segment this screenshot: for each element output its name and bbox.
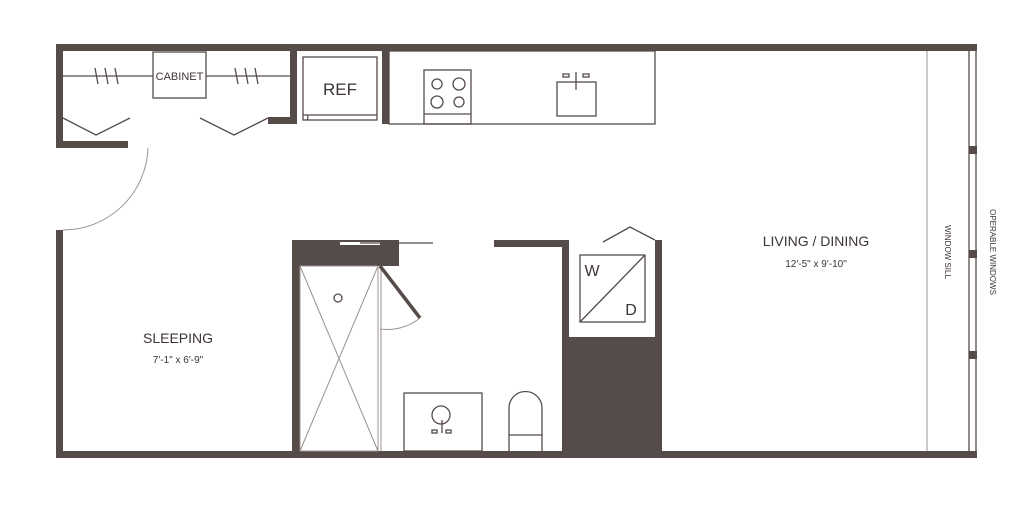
entry-door-swing[interactable] — [62, 147, 149, 231]
shower — [299, 265, 382, 452]
bathroom-west-wall — [292, 240, 300, 451]
south-wall — [56, 451, 977, 458]
vanity — [403, 392, 483, 452]
living-size: 12'-5" x 9'-10" — [785, 259, 847, 270]
living-label: LIVING / DINING — [763, 233, 870, 249]
closet-wall — [56, 141, 128, 148]
operable-windows — [968, 51, 977, 451]
cabinet-label: CABINET — [156, 71, 204, 83]
stove — [423, 69, 472, 125]
kitchen-sink — [556, 72, 597, 117]
washer-label: W — [584, 263, 600, 280]
cabinet — [152, 51, 207, 99]
refrigerator — [302, 56, 378, 121]
hanger-marks — [94, 67, 259, 85]
kitchen-counter — [388, 50, 656, 125]
closet-side-wall — [290, 51, 297, 124]
closet-bifold-door[interactable] — [62, 117, 131, 136]
wall-stub — [268, 117, 297, 124]
laundry-bifold-door[interactable] — [602, 226, 656, 243]
shower-drain — [333, 293, 343, 303]
bathroom-north-wall — [494, 240, 568, 247]
sleeping-label: SLEEPING — [143, 330, 213, 346]
washer-dryer: W D — [579, 254, 646, 323]
kitchen-wall — [382, 51, 389, 124]
west-wall-upper — [56, 44, 63, 148]
shower-door[interactable] — [378, 264, 422, 320]
ref-label: REF — [323, 80, 357, 99]
dryer-label: D — [625, 302, 637, 319]
mechanical-chase — [566, 337, 662, 451]
bathroom-east-wall — [562, 240, 569, 451]
closet-bifold-door[interactable] — [199, 117, 269, 136]
shower-door-swing — [379, 317, 421, 330]
toilet — [508, 390, 543, 451]
west-wall-lower — [56, 230, 63, 458]
north-wall — [56, 44, 977, 51]
operable-windows-label: OPERABLE WINDOWS — [988, 209, 997, 295]
window-sill-label: WINDOW SILL — [943, 225, 952, 279]
sleeping-size: 7'-1" x 6'-9" — [153, 355, 204, 366]
laundry-wall — [655, 240, 662, 451]
